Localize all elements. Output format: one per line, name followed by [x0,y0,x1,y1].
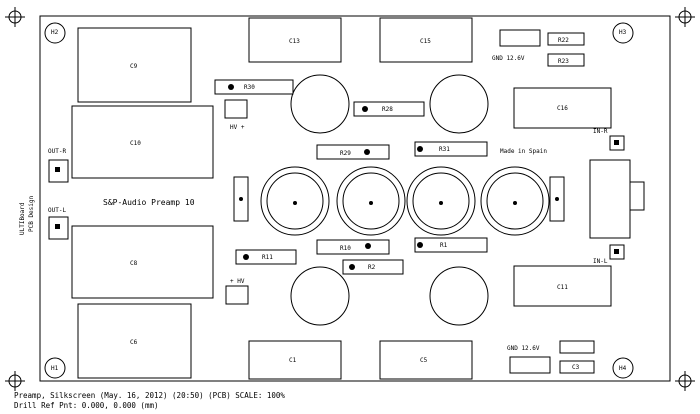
part-c3 [559,360,595,374]
part-c1 [248,340,342,380]
mount-hole-h2 [44,22,66,44]
designator-r31: R31 [439,146,450,153]
designator-r2: R2 [368,264,376,271]
designator-r28: R28 [382,106,393,113]
designator-c10: C10 [130,140,141,147]
part-r22 [547,32,585,46]
label-gnd-top: GND 12.6V [492,55,525,62]
part-c13 [248,17,342,63]
designator-r11: R11 [262,254,273,261]
connector-hv-top [224,99,248,119]
label-in-l: IN-L [593,258,608,265]
part-r1 [414,237,488,253]
registration-mark-icon [675,371,695,391]
designator-c16: C16 [557,105,568,112]
label-out-l: OUT-L [48,207,66,214]
part-r31 [414,141,488,157]
part-cap-2 [336,166,406,236]
part-c16 [513,87,612,129]
part-c2-body [429,266,489,326]
part-c14-body [290,266,350,326]
mount-hole-h4 [612,357,634,379]
footer-line-1: Preamp, Silkscreen (May. 16, 2012) (20:5… [14,391,285,400]
part-c4-body [429,74,489,134]
part-r2 [342,259,404,275]
connector-out-r [48,159,69,183]
part-c5 [379,340,473,380]
mount-hole-h3 [612,22,634,44]
designator-c11: C11 [557,284,568,291]
footer-line-2: Drill Ref Pnt: 0.000, 0.000 (mm) [14,401,159,410]
hole-label-h1: H1 [51,365,59,372]
hole-label-h3: H3 [619,29,627,36]
part-c6 [77,303,192,379]
part-c8 [71,225,214,299]
mount-hole-h1 [44,357,66,379]
connector-hv-bottom [225,285,249,305]
hole-label-h2: H2 [51,29,59,36]
designator-r23: R23 [558,58,569,65]
label-hv-bottom: + HV [230,278,245,285]
side-label-2: PCB Design [28,195,35,232]
designator-r29: R29 [340,150,351,157]
designator-r30: R30 [244,84,255,91]
part-r28 [353,101,425,117]
part-c8b [559,340,595,354]
connector-gnd-top [499,29,541,47]
designator-c3: C3 [572,364,580,371]
part-c12-body [290,74,350,134]
part-r23 [547,53,585,67]
part-r8 [549,176,565,222]
part-cap-4 [480,166,550,236]
part-r30 [214,79,294,95]
part-c10 [71,105,214,179]
designator-r10: R10 [340,245,351,252]
board-outline [39,15,671,382]
designator-c1: C1 [289,357,297,364]
connector-in-r [609,135,625,151]
part-c11 [513,265,612,307]
hole-label-h4: H4 [619,365,627,372]
input-jack-barrel [629,181,645,211]
connector-in-l [609,244,625,260]
made-in-label: Made in Spain [500,148,547,155]
part-cap-3 [406,166,476,236]
part-r11 [235,249,297,265]
part-r29 [316,144,390,160]
part-c15 [379,17,473,63]
connector-gnd-bottom [509,356,551,374]
part-c9 [77,27,192,103]
label-out-r: OUT-R [48,148,66,155]
registration-mark-icon [5,371,25,391]
label-in-r: IN-R [593,128,608,135]
side-label-1: ULTIBoard [19,202,26,235]
part-cap-1 [260,166,330,236]
registration-mark-icon [5,7,25,27]
registration-mark-icon [675,7,695,27]
designator-r1: R1 [440,242,448,249]
designator-c15: C15 [420,38,431,45]
part-r9 [233,176,249,222]
designator-c6: C6 [130,339,138,346]
label-gnd-bottom: GND 12.6V [507,345,540,352]
label-hv-top: HV + [230,124,245,131]
board-title: S&P-Audio Preamp 10 [103,198,195,207]
designator-c8: C8 [130,260,138,267]
designator-c13: C13 [289,38,300,45]
designator-c9: C9 [130,63,138,70]
part-r10 [316,239,390,255]
pad-markers [55,84,619,270]
designator-r22: R22 [558,37,569,44]
designator-c5: C5 [420,357,428,364]
connector-out-l [48,216,69,240]
input-jack-body [589,159,631,239]
